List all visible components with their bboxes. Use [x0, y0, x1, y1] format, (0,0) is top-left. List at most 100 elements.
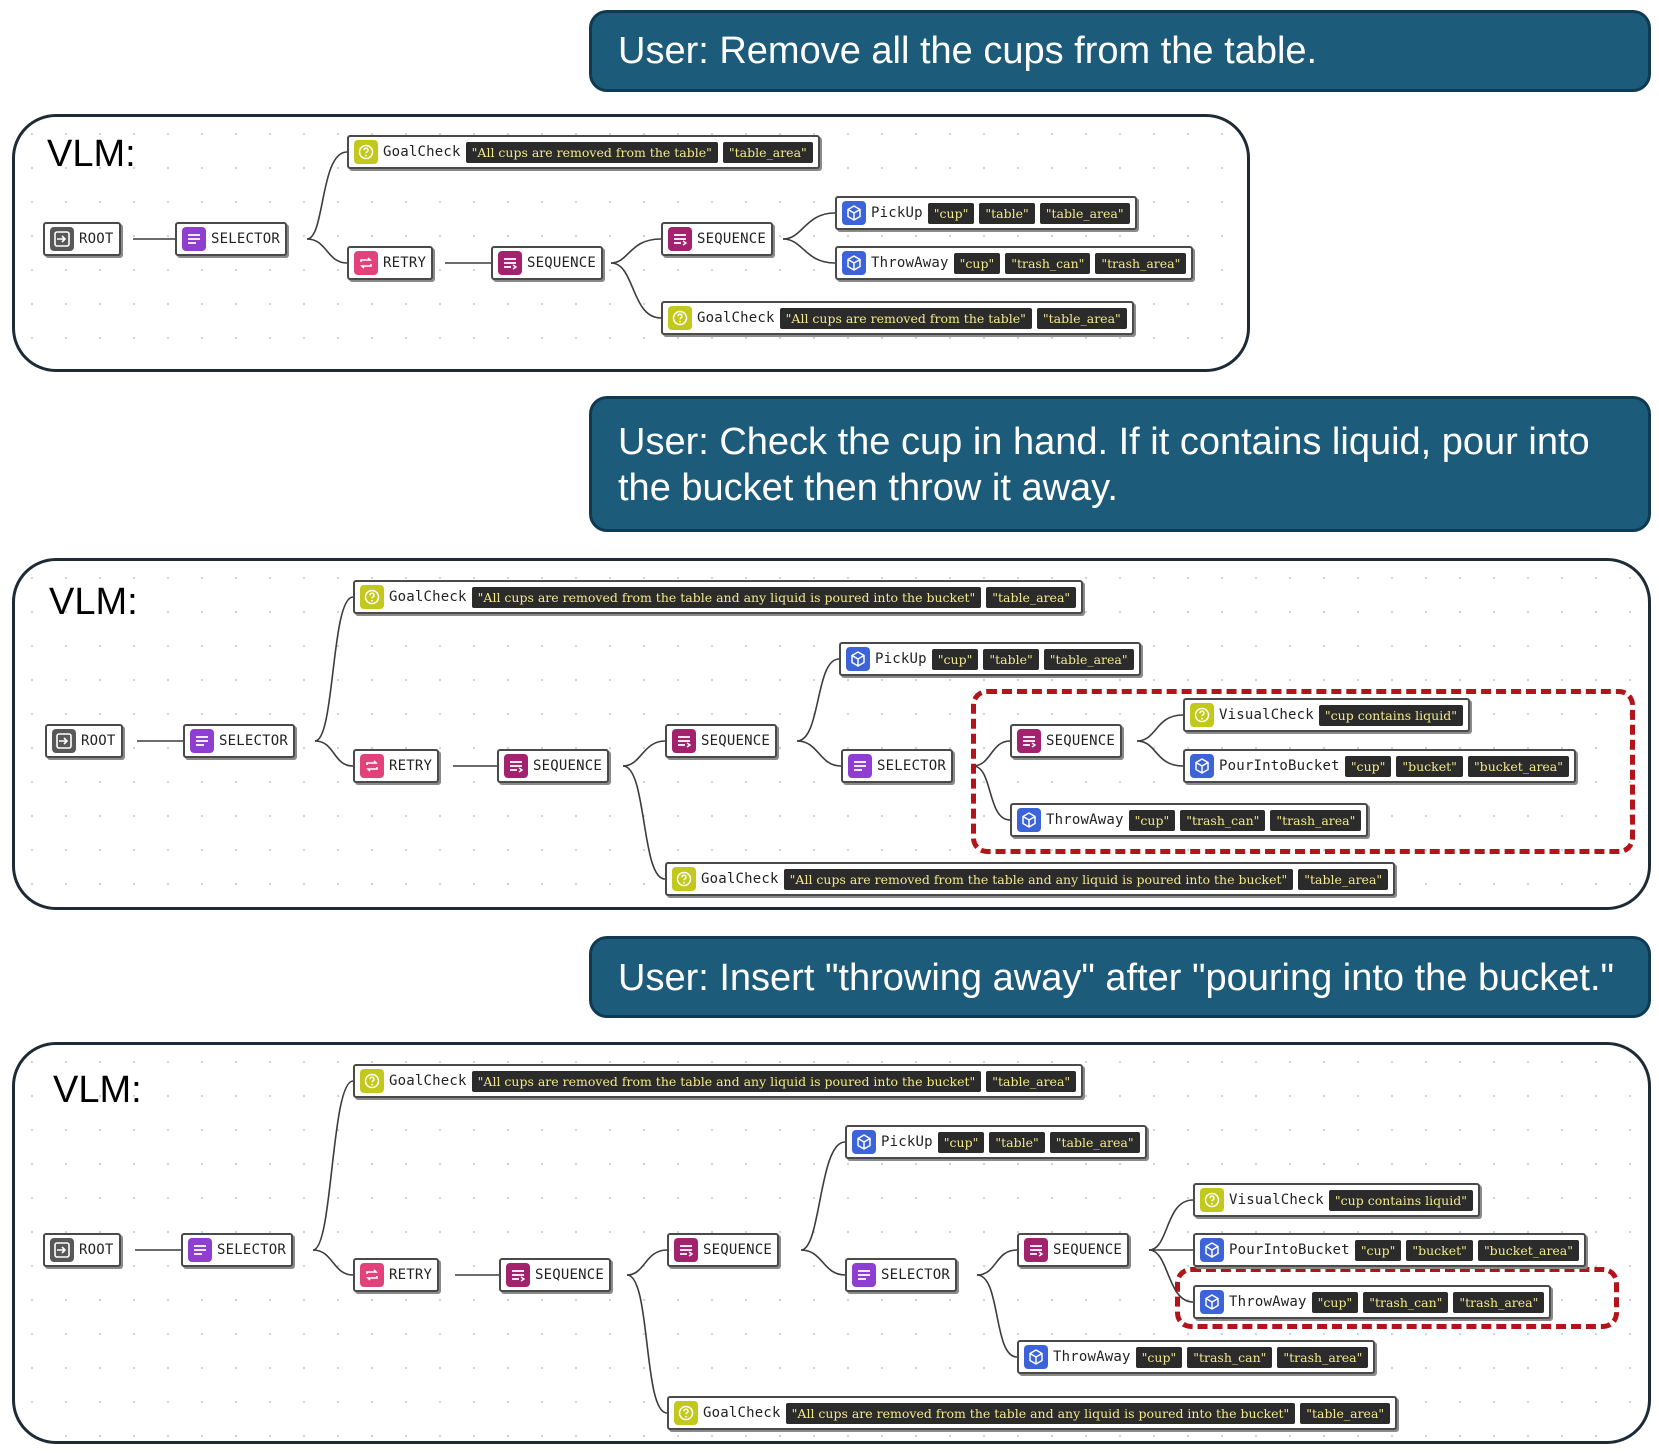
node-pourintobucket[interactable]: PourIntoBucket"cup""bucket""bucket_area" [1183, 749, 1577, 783]
node-argument: "All cups are removed from the table and… [471, 1070, 982, 1092]
node-throwaway-inserted[interactable]: ThrowAway"cup""trash_can""trash_area" [1193, 1285, 1552, 1319]
node-goalcheck[interactable]: GoalCheck"All cups are removed from the … [661, 301, 1134, 335]
node-root[interactable]: ROOT [45, 724, 123, 758]
node-goalcheck[interactable]: GoalCheck"All cups are removed from the … [665, 862, 1396, 896]
node-argument: "table_area" [986, 1070, 1077, 1092]
retry-loop-icon [354, 251, 378, 275]
node-label: ROOT [79, 1242, 114, 1258]
node-argument: "cup" [927, 202, 975, 224]
node-argument: "All cups are removed from the table and… [783, 868, 1294, 890]
node-argument: "bucket" [1396, 755, 1463, 777]
node-root[interactable]: ROOT [43, 222, 121, 256]
node-label: SEQUENCE [1053, 1242, 1123, 1258]
node-label: SELECTOR [217, 1242, 287, 1258]
retry-loop-icon [360, 1263, 384, 1287]
node-throwaway[interactable]: ThrowAway"cup""trash_can""trash_area" [835, 246, 1194, 280]
vlm-label: VLM: [49, 581, 138, 623]
node-argument: "bucket_area" [1477, 1239, 1580, 1261]
node-label: VisualCheck [1229, 1192, 1324, 1208]
user-prompt-2: User: Check the cup in hand. If it conta… [589, 396, 1651, 532]
sequence-list-icon [498, 251, 522, 275]
edge [800, 1141, 846, 1251]
node-pickup[interactable]: PickUp"cup""table""table_area" [835, 196, 1137, 230]
node-label: RETRY [383, 255, 427, 271]
node-visualcheck[interactable]: VisualCheck"cup contains liquid" [1183, 698, 1470, 732]
edge [610, 238, 662, 264]
node-label: SEQUENCE [527, 255, 597, 271]
node-selector[interactable]: SELECTOR [845, 1258, 958, 1292]
question-circle-icon [674, 1401, 698, 1425]
node-argument: "trash_can" [1180, 809, 1266, 831]
edge [796, 740, 842, 767]
node-label: ThrowAway [1053, 1349, 1131, 1365]
node-sequence[interactable]: SEQUENCE [1017, 1233, 1130, 1267]
node-label: GoalCheck [697, 310, 775, 326]
node-argument: "All cups are removed from the table" [465, 141, 718, 163]
node-sequence[interactable]: SEQUENCE [491, 246, 604, 280]
edge [610, 262, 662, 319]
node-sequence[interactable]: SEQUENCE [499, 1258, 612, 1292]
node-label: ThrowAway [1229, 1294, 1307, 1310]
node-label: SELECTOR [877, 758, 947, 774]
node-argument: "table" [989, 1131, 1045, 1153]
question-circle-icon [360, 585, 384, 609]
node-argument: "cup" [953, 252, 1001, 274]
edge [626, 1249, 668, 1276]
question-circle-icon [668, 306, 692, 330]
node-argument: "trash_area" [1277, 1346, 1369, 1368]
node-sequence[interactable]: SEQUENCE [497, 749, 610, 783]
node-selector[interactable]: SELECTOR [175, 222, 288, 256]
node-selector[interactable]: SELECTOR [841, 749, 954, 783]
node-retry[interactable]: RETRY [347, 246, 434, 280]
user-prompt-1: User: Remove all the cups from the table… [589, 10, 1651, 92]
node-goalcheck[interactable]: GoalCheck"All cups are removed from the … [353, 1064, 1084, 1098]
node-goalcheck[interactable]: GoalCheck"All cups are removed from the … [347, 135, 820, 169]
node-visualcheck[interactable]: VisualCheck"cup contains liquid" [1193, 1183, 1480, 1217]
node-sequence[interactable]: SEQUENCE [667, 1233, 780, 1267]
node-selector[interactable]: SELECTOR [183, 724, 296, 758]
node-throwaway[interactable]: ThrowAway"cup""trash_can""trash_area" [1010, 803, 1369, 837]
vlm-panel-2: VLM: ROOT SELECTOR GoalCheck"All cups ar… [12, 558, 1651, 910]
node-pickup[interactable]: PickUp"cup""table""table_area" [839, 642, 1141, 676]
node-argument: "table_area" [722, 141, 813, 163]
node-argument: "table" [979, 202, 1035, 224]
node-sequence[interactable]: SEQUENCE [661, 222, 774, 256]
cube-icon [1017, 808, 1041, 832]
node-root[interactable]: ROOT [43, 1233, 121, 1267]
node-goalcheck[interactable]: GoalCheck"All cups are removed from the … [353, 580, 1084, 614]
node-sequence[interactable]: SEQUENCE [1010, 724, 1123, 758]
node-label: GoalCheck [389, 589, 467, 605]
node-sequence[interactable]: SEQUENCE [665, 724, 778, 758]
node-pourintobucket[interactable]: PourIntoBucket"cup""bucket""bucket_area" [1193, 1233, 1587, 1267]
node-goalcheck[interactable]: GoalCheck"All cups are removed from the … [667, 1396, 1398, 1430]
user-prompt-3: User: Insert "throwing away" after "pour… [589, 936, 1651, 1018]
node-label: PickUp [881, 1134, 933, 1150]
question-circle-icon [672, 867, 696, 891]
node-argument: "cup contains liquid" [1328, 1189, 1473, 1211]
node-argument: "cup" [1128, 809, 1176, 831]
node-pickup[interactable]: PickUp"cup""table""table_area" [845, 1125, 1147, 1159]
cube-icon [846, 647, 870, 671]
node-argument: "trash_area" [1453, 1291, 1545, 1313]
cube-icon [1200, 1290, 1224, 1314]
selector-list-icon [182, 227, 206, 251]
cube-icon [842, 201, 866, 225]
node-argument: "bucket_area" [1467, 755, 1570, 777]
node-throwaway[interactable]: ThrowAway"cup""trash_can""trash_area" [1017, 1340, 1376, 1374]
node-label: PickUp [875, 651, 927, 667]
node-argument: "trash_can" [1363, 1291, 1449, 1313]
node-selector[interactable]: SELECTOR [181, 1233, 294, 1267]
sequence-list-icon [672, 729, 696, 753]
cube-icon [842, 251, 866, 275]
vlm-panel-3: VLM: ROOT SELECTOR GoalCheck"All cups ar… [12, 1042, 1651, 1444]
node-retry[interactable]: RETRY [353, 1258, 440, 1292]
node-retry[interactable]: RETRY [353, 749, 440, 783]
node-label: SEQUENCE [533, 758, 603, 774]
edge [312, 1080, 354, 1251]
node-argument: "table_area" [1036, 307, 1127, 329]
node-argument: "cup" [931, 648, 979, 670]
node-label: GoalCheck [701, 871, 779, 887]
node-argument: "table_area" [1039, 202, 1130, 224]
node-label: PourIntoBucket [1219, 758, 1340, 774]
node-label: ThrowAway [1046, 812, 1124, 828]
